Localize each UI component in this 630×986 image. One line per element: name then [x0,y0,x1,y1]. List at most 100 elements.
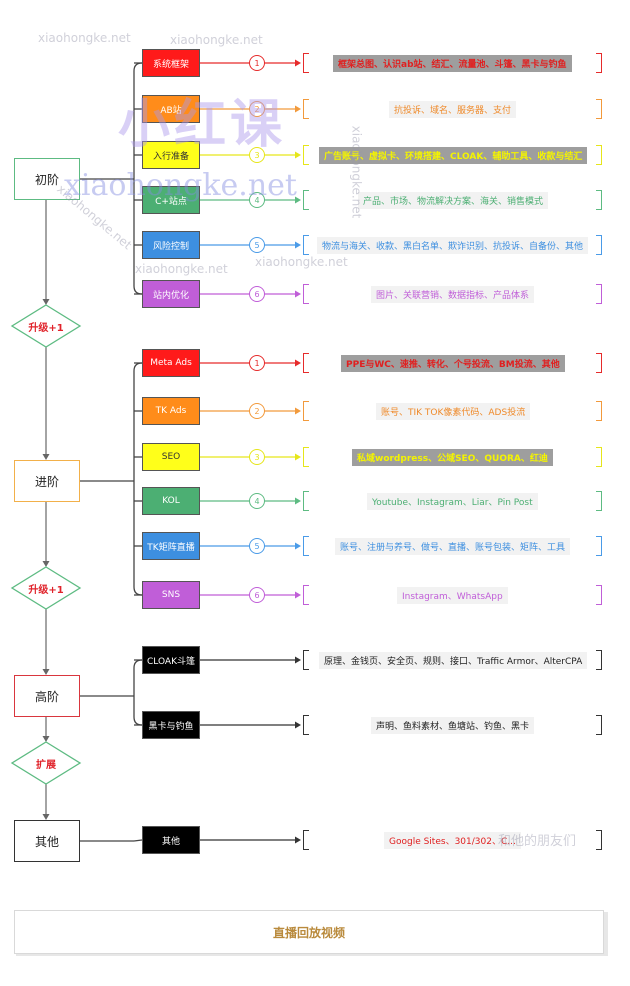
bracket-left-advanced-2 [303,447,309,467]
bracket-right-expert-1 [596,715,602,735]
topic-node-expert-2: 黑卡与钓鱼 [142,711,200,739]
transition-label-1: 升级+1 [28,323,64,334]
topic-node-basic-5: 风险控制 [142,231,200,259]
topic-desc-basic-6: 图片、关联营销、数据指标、产品体系 [371,286,535,303]
bracket-left-advanced-1 [303,401,309,421]
connector-head-expert-1 [295,721,301,729]
connector-head-basic-0 [295,59,301,67]
topic-desc-basic-3: 广告账号、虚拟卡、环境搭建、CLOAK、辅助工具、收款与结汇 [319,147,588,164]
connector-lines [10,59,301,844]
step-number-basic-2: 2 [249,101,265,117]
bracket-right-basic-1 [596,99,602,119]
connector-head-basic-5 [295,290,301,298]
connector-head-advanced-1 [295,407,301,415]
flow-arrow-1-head [42,299,50,305]
bracket-left-basic-5 [303,284,309,304]
bracket-right-basic-4 [596,235,602,255]
flow-arrow-4-head [42,669,50,675]
connector-head-advanced-2 [295,453,301,461]
replay-video-button[interactable]: 直播回放视频 [14,910,604,954]
bracket-left-advanced-3 [303,491,309,511]
transition-diamond-3 [10,741,82,785]
bracket-left-expert-0 [303,650,309,670]
group-trunk-basic [133,62,143,295]
topic-desc-advanced-3: 私域wordpress、公域SEO、QUORA、红迪 [352,449,553,466]
topic-node-advanced-5: TK矩阵直播 [142,532,200,560]
flow-arrow-5-head [42,736,50,742]
stage-expert: 高阶 [14,675,80,717]
transition-label-3: 扩展 [36,760,56,771]
connector-head-expert-0 [295,656,301,664]
step-number-basic-6: 6 [249,286,265,302]
bracket-left-expert-1 [303,715,309,735]
topic-desc-advanced-2: 账号、TIK TOK像素代码、ADS投流 [376,403,531,420]
stage-other: 其他 [14,820,80,862]
bracket-left-basic-3 [303,190,309,210]
connector-head-advanced-3 [295,497,301,505]
topic-node-other-1: 其他 [142,826,200,854]
topic-desc-advanced-5: 账号、注册与养号、做号、直播、账号包装、矩阵、工具 [335,538,571,555]
topic-node-basic-4: C+站点 [142,186,200,214]
bracket-right-basic-5 [596,284,602,304]
bracket-right-advanced-3 [596,491,602,511]
connector-head-other-0 [295,836,301,844]
topic-desc-expert-1: 原理、金钱页、安全页、规则、接口、Traffic Armor、AlterCPA [319,652,588,669]
topic-node-advanced-3: SEO [142,443,200,471]
group-trunk-expert [133,659,143,726]
bracket-left-basic-2 [303,145,309,165]
topic-desc-advanced-6: Instagram、WhatsApp [397,587,508,604]
topic-node-advanced-6: SNS [142,581,200,609]
bracket-left-advanced-0 [303,353,309,373]
topic-desc-basic-2: 抗投诉、域名、服务器、支付 [389,101,517,118]
topic-node-basic-2: AB站 [142,95,200,123]
bracket-right-basic-2 [596,145,602,165]
transition-diamond-1 [10,304,82,348]
topic-node-basic-6: 站内优化 [142,280,200,308]
transition-diamond-2 [10,566,82,610]
step-number-advanced-2: 2 [249,403,265,419]
stage-basic: 初阶 [14,158,80,200]
topic-node-expert-1: CLOAK斗篷 [142,646,200,674]
bracket-right-basic-0 [596,53,602,73]
connector-head-advanced-4 [295,542,301,550]
topic-node-advanced-4: KOL [142,487,200,515]
topic-desc-other-1: Google Sites、301/302、C... [384,832,521,849]
bracket-left-advanced-4 [303,536,309,556]
connector-head-basic-4 [295,241,301,249]
topic-desc-expert-2: 声明、鱼料素材、鱼塘站、钓鱼、黑卡 [371,717,535,734]
bracket-right-advanced-2 [596,447,602,467]
bracket-right-expert-0 [596,650,602,670]
flow-arrow-3-head [42,561,50,567]
bracket-right-basic-3 [596,190,602,210]
transition-label-2: 升级+1 [28,585,64,596]
step-number-basic-1: 1 [249,55,265,71]
step-number-basic-4: 4 [249,192,265,208]
group-trunk-advanced [133,362,143,596]
bracket-left-basic-0 [303,53,309,73]
bracket-right-advanced-0 [596,353,602,373]
topic-node-advanced-2: TK Ads [142,397,200,425]
connector-head-advanced-5 [295,591,301,599]
topic-desc-advanced-1: PPE与WC、速推、转化、个号投流、BM投流、其他 [341,355,565,372]
group-trunk-other [133,839,143,842]
topic-desc-basic-4: 产品、市场、物流解决方案、海关、销售模式 [358,192,549,209]
step-number-basic-3: 3 [249,147,265,163]
step-number-basic-5: 5 [249,237,265,253]
step-number-advanced-5: 5 [249,538,265,554]
topic-desc-advanced-4: Youtube、Instagram、Liar、Pin Post [367,493,538,510]
step-number-advanced-3: 3 [249,449,265,465]
connector-head-advanced-0 [295,359,301,367]
step-number-advanced-6: 6 [249,587,265,603]
bracket-right-other-0 [596,830,602,850]
bracket-right-advanced-4 [596,536,602,556]
step-number-advanced-4: 4 [249,493,265,509]
topic-node-basic-3: 入行准备 [142,141,200,169]
bracket-left-basic-1 [303,99,309,119]
bracket-right-advanced-5 [596,585,602,605]
bracket-right-advanced-1 [596,401,602,421]
connector-head-basic-2 [295,151,301,159]
connector-head-basic-1 [295,105,301,113]
topic-desc-basic-5: 物流与海关、收款、黑白名单、欺诈识别、抗投诉、自备份、其他 [317,237,589,254]
flow-arrow-6-head [42,814,50,820]
